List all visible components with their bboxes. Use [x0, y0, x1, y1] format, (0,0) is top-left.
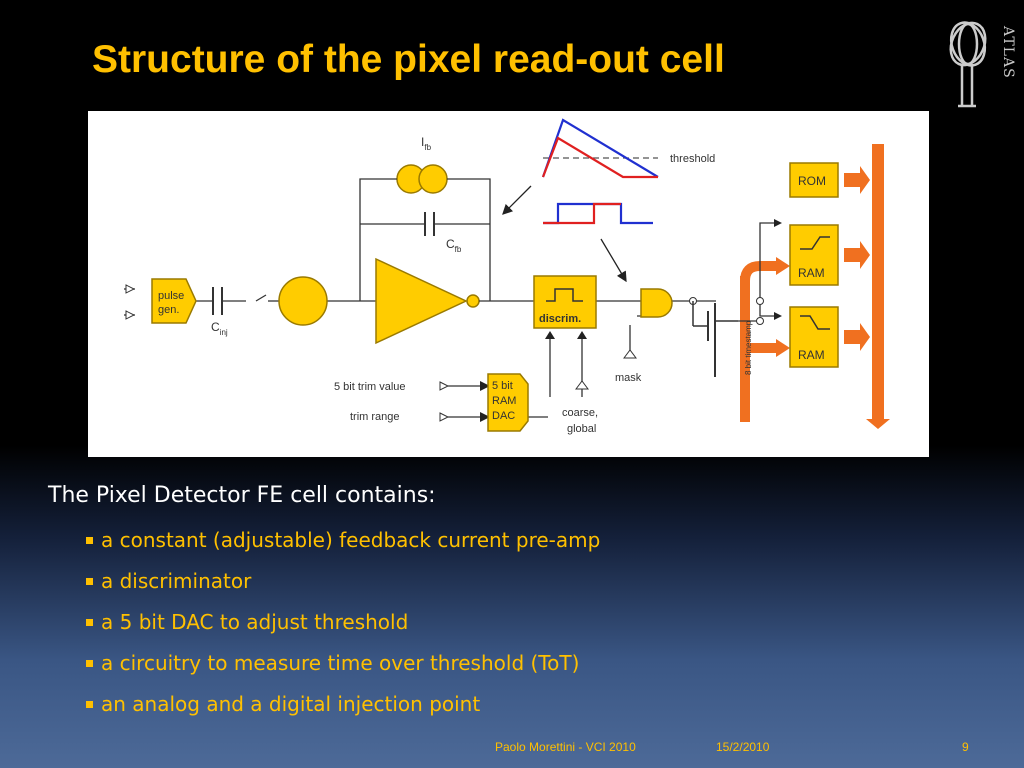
pulse-generator: pulse gen. — [151, 278, 197, 324]
timestamp-label: 8 bit timestamp — [744, 320, 753, 375]
list-item: a circuitry to measure time over thresho… — [86, 651, 600, 692]
footer-page-number: 9 — [962, 740, 969, 754]
atlas-logo-icon — [949, 21, 987, 108]
mask-label: mask — [615, 372, 642, 384]
cinj-sub: inj — [220, 328, 228, 337]
ram1-label: RAM — [798, 266, 825, 280]
discriminator-block: discrim. — [533, 275, 597, 329]
timestamp-bus: 8 bit timestamp — [740, 257, 790, 422]
atlas-logo-text: ATLAS — [1000, 26, 1016, 79]
ifb-label: I — [421, 135, 424, 149]
bullet-marker-icon — [86, 619, 93, 626]
bullet-text: an analog and a digital injection point — [101, 692, 481, 716]
dac-line2: RAM — [492, 395, 516, 407]
ram-leading-edge-block: RAM — [789, 224, 839, 286]
feature-list: a constant (adjustable) feedback current… — [86, 528, 600, 733]
pulse-gen-line2: gen. — [158, 304, 179, 316]
list-item: an analog and a digital injection point — [86, 692, 600, 733]
digital-pulse-waveform — [543, 202, 653, 225]
analog-pulse-waveform: threshold — [541, 118, 715, 179]
list-item: a discriminator — [86, 569, 600, 610]
mask-and-gate — [640, 288, 673, 318]
readout-data-bus — [866, 144, 890, 429]
cfb-sub: fb — [455, 245, 462, 254]
sensor-icon — [278, 276, 328, 326]
bullet-marker-icon — [86, 578, 93, 585]
svg-text:Ifb: Ifb — [421, 135, 432, 152]
bullet-marker-icon — [86, 537, 93, 544]
trim-dac-block: 5 bit RAM DAC — [487, 373, 529, 432]
bullet-text: a 5 bit DAC to adjust threshold — [101, 610, 409, 634]
svg-text:Cinj: Cinj — [211, 320, 228, 337]
trim-value-label: 5 bit trim value — [334, 381, 406, 393]
cfb-cap: Cfb — [446, 237, 462, 254]
pixel-cell-diagram: threshold Ifb Cfb — [88, 111, 929, 457]
rom-label: ROM — [798, 174, 826, 188]
dac-line3: DAC — [492, 410, 515, 422]
preamp-triangle — [375, 257, 468, 345]
trim-range-label: trim range — [350, 411, 400, 423]
list-item: a 5 bit DAC to adjust threshold — [86, 610, 600, 651]
bullet-text: a constant (adjustable) feedback current… — [101, 528, 601, 552]
slide-title: Structure of the pixel read-out cell — [92, 38, 725, 81]
ram2-label: RAM — [798, 348, 825, 362]
coarse-line2: global — [567, 423, 596, 435]
bullet-text: a discriminator — [101, 569, 252, 593]
rom-block: ROM — [789, 162, 839, 198]
pulse-gen-line1: pulse — [158, 290, 184, 302]
cinj-label: C — [211, 320, 220, 334]
intro-text: The Pixel Detector FE cell contains: — [48, 483, 436, 508]
footer-author-event: Paolo Morettini - VCI 2010 — [495, 740, 636, 754]
ifb-sub: fb — [424, 143, 431, 152]
cfb-label: C — [446, 237, 455, 251]
bullet-marker-icon — [86, 701, 93, 708]
ram-trailing-edge-block: RAM — [789, 306, 839, 368]
latch-transistor — [692, 301, 738, 377]
bullet-text: a circuitry to measure time over thresho… — [101, 651, 580, 675]
coarse-line1: coarse, — [562, 407, 598, 419]
feedback-current-source: Ifb — [396, 135, 448, 194]
threshold-label: threshold — [670, 153, 715, 165]
dac-line1: 5 bit — [492, 380, 513, 392]
footer-date: 15/2/2010 — [716, 740, 770, 754]
discrim-label: discrim. — [539, 313, 581, 325]
list-item: a constant (adjustable) feedback current… — [86, 528, 600, 569]
bullet-marker-icon — [86, 660, 93, 667]
